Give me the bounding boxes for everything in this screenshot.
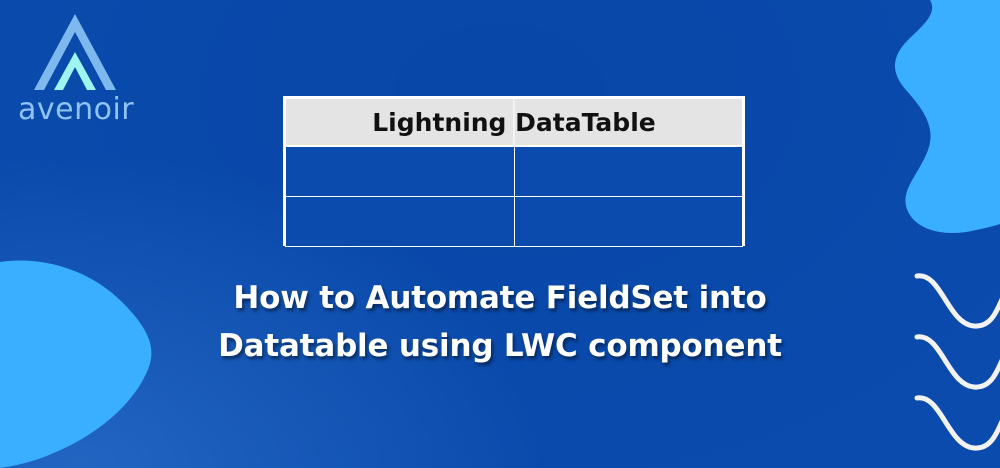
wave-line-icon-2 [914,334,1000,390]
page-title: How to Automate FieldSet into Datatable … [0,274,1000,370]
top-right-blob-shape [894,0,1000,233]
table-cell [513,145,743,197]
chevron-a-logo-icon [34,14,116,90]
page-title-line-1: How to Automate FieldSet into [233,280,767,316]
lightning-datatable-graphic: Lightning DataTable [283,96,745,247]
datatable: Lightning DataTable [285,98,743,247]
table-cell [513,195,743,247]
header-column-divider [513,99,515,145]
bottom-left-blob-shape [0,260,152,468]
table-header-row: Lightning DataTable [285,98,743,147]
wave-line-icon-1 [914,273,1000,329]
logo[interactable]: avenoir [16,12,156,130]
logo-wordmark: avenoir [18,92,135,127]
datatable-head: Lightning DataTable [285,98,743,147]
datatable-body [285,145,743,247]
datatable-title-cell: Lightning DataTable [285,98,743,147]
table-cell [285,195,515,247]
wave-line-icon-3 [914,395,1000,451]
table-row [285,195,743,247]
wave-line-group [914,273,1000,451]
page-title-line-2: Datatable using LWC component [218,328,782,364]
table-row [285,145,743,197]
table-cell [285,145,515,197]
